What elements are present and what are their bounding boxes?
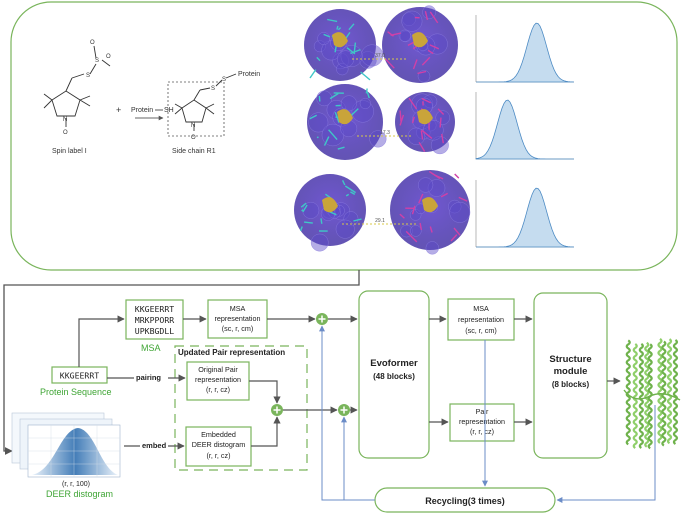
side-s1: S (211, 86, 215, 92)
msa-repr-1-line3: (sc, r, cm) (222, 324, 254, 333)
msa-repr-2-line3: (sc, r, cm) (465, 326, 497, 335)
side-chain-molecule (175, 74, 236, 131)
msa-seq-3: UPKBGDLL (135, 326, 175, 336)
pairing-label: pairing (136, 373, 161, 382)
arrow-deer-to-plus (251, 417, 277, 446)
distance-label: 29.1 (375, 218, 385, 224)
protein-row: 29.1 (294, 170, 574, 254)
protein-helix-strand (634, 344, 637, 448)
protein-sphere (399, 30, 411, 42)
thiol-label: SH (164, 107, 174, 114)
protein-stick (304, 222, 313, 223)
distance-distribution (476, 23, 574, 82)
msa-repr-2-line2: representation (458, 315, 504, 324)
protein-helix-strand (674, 340, 677, 444)
side-s2: S (222, 77, 226, 83)
side-chain-caption: Side chain R1 (172, 148, 216, 155)
deer-distogram-stack (12, 413, 120, 477)
protein-stick (317, 137, 318, 138)
original-pair-line2: representation (195, 375, 241, 384)
protein-row: 17.3 (307, 84, 574, 160)
pair-repr-line1: Pair (476, 407, 489, 416)
input-sequence: KKGEERRT (60, 371, 100, 381)
side-protein-label: Protein (238, 71, 260, 78)
protein-sphere (410, 225, 421, 236)
original-pair-line3: (r, r, cz) (206, 385, 230, 394)
msa-repr-2-line1: MSA (473, 304, 489, 313)
msa-repr-1-line2: representation (215, 314, 261, 323)
updated-pair-title: Updated Pair representation (178, 348, 285, 357)
atom-o2: O (106, 54, 111, 60)
protein-sphere (402, 11, 422, 31)
protein-sequence-caption: Protein Sequence (40, 387, 112, 397)
side-o: O (191, 135, 196, 141)
protein-stick (310, 70, 316, 78)
protein-stick (321, 218, 322, 223)
msa-label: MSA (141, 343, 161, 353)
embedded-deer-line2: DEER distogram (192, 440, 246, 449)
distance-distribution (476, 188, 574, 247)
structure-title: Structure (549, 354, 591, 365)
msa-repr-1-line1: MSA (230, 304, 246, 313)
recycling-label: Recycling(3 times) (425, 496, 505, 506)
evoformer-title: Evoformer (370, 358, 418, 369)
protein-row: 37.0 (304, 6, 574, 83)
protein-stick (366, 89, 367, 94)
distogram-dims: (r, r, 100) (62, 481, 90, 488)
plus-circle-icon (338, 404, 350, 416)
embed-label: embed (142, 441, 167, 450)
protein-sphere (426, 242, 439, 255)
side-chain-box (168, 82, 224, 136)
msa-seq-2: MRKPPORR (135, 315, 175, 325)
protein-stick (337, 26, 338, 30)
distance-distribution (476, 100, 574, 159)
plus-circle-icon (316, 313, 328, 325)
structure-module-label: module (554, 366, 588, 377)
protein-stick (455, 174, 459, 178)
pair-repr-line3: (r, r, cz) (470, 427, 494, 436)
protein-structure-icon (624, 339, 680, 448)
protein-sphere (311, 234, 328, 251)
protein-sphere (360, 98, 371, 109)
protein-reagent: Protein (131, 107, 153, 114)
distance-label: 17.3 (380, 130, 390, 136)
side-n: N (191, 123, 195, 129)
embedded-deer-line1: Embedded (201, 430, 236, 439)
protein-stick (302, 210, 303, 211)
original-pair-line1: Original Pair (198, 365, 238, 374)
protein-stick (361, 72, 370, 80)
arrow-pair-to-plus (249, 381, 277, 403)
plus-circle-icon (271, 404, 283, 416)
structure-blocks: (8 blocks) (552, 380, 590, 389)
protein-helix-strand (668, 339, 671, 443)
pair-repr-line2: representation (459, 417, 505, 426)
evoformer-blocks: (48 blocks) (373, 372, 415, 381)
atom-s1: S (86, 73, 90, 79)
atom-o3: O (63, 130, 68, 136)
msa-seq-1: KKGEERRT (135, 304, 175, 314)
protein-rows: 37.0 17.3 29.1 (294, 6, 574, 255)
protein-sphere (450, 202, 470, 222)
atom-o1: O (90, 40, 95, 46)
embedded-deer-line3: (r, r, cz) (207, 451, 231, 460)
molecule-icon (44, 46, 110, 127)
distance-label: 37.0 (375, 53, 385, 59)
protein-helix-strand (640, 344, 643, 448)
spin-label-caption: Spin label I (52, 148, 87, 155)
plus-sign: + (116, 105, 121, 115)
protein-sphere (418, 178, 433, 193)
atom-s2: S (95, 58, 99, 64)
protein-stick (400, 111, 401, 122)
arrow-seq-to-msa (79, 319, 124, 367)
protein-helix-strand (658, 339, 661, 443)
protein-helix-strand (627, 340, 630, 444)
protein-stick (440, 118, 441, 128)
protein-sphere (336, 220, 354, 238)
distogram-caption: DEER distogram (46, 489, 113, 499)
atom-n: N (63, 117, 67, 123)
